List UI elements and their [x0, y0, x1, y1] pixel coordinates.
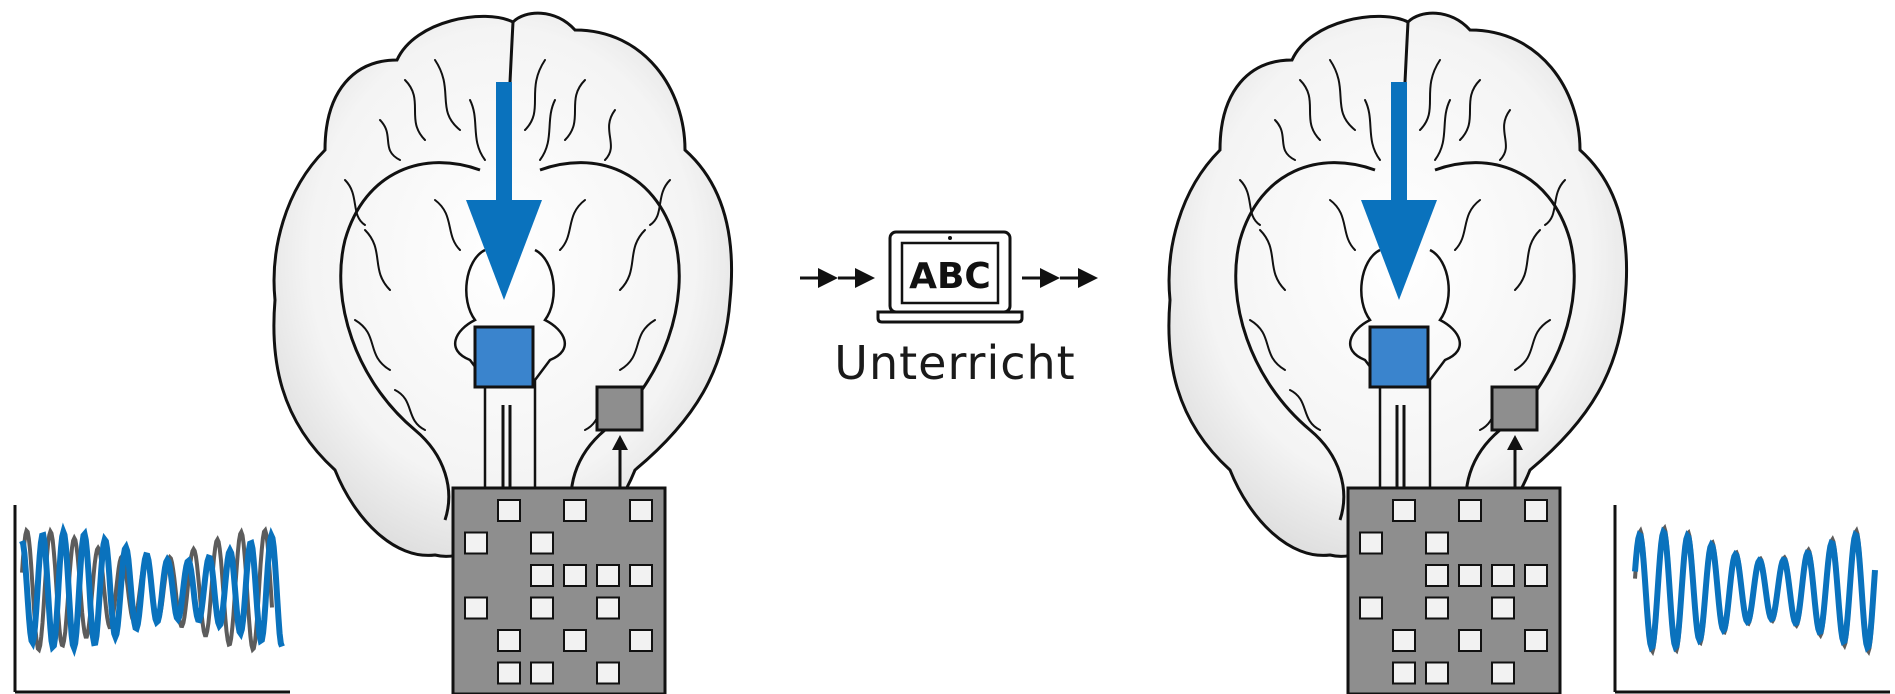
grid-cell [1458, 499, 1482, 522]
blue-arrow-icon [1361, 82, 1437, 300]
right-brain-figure [1167, 11, 1629, 558]
grid-cell [530, 661, 554, 685]
grid-cell [1425, 564, 1449, 587]
blue-arrow-icon [466, 82, 542, 300]
grid-cell [1458, 629, 1482, 652]
grid-cell [1491, 661, 1515, 685]
laptop-screen-text: ABC [909, 256, 991, 297]
blue-region-square [1368, 325, 1430, 389]
grid-cell [563, 629, 587, 652]
grid-cell [629, 629, 653, 652]
grid-cell [464, 531, 488, 555]
grid-cell [629, 564, 653, 587]
center-lesson: ABC [800, 230, 1098, 324]
grid-cell [1425, 531, 1449, 555]
blue-signal-line [19, 522, 285, 657]
gray-region-square [595, 385, 644, 432]
blue-signal-line [1632, 526, 1878, 653]
grid-cell [1524, 629, 1548, 652]
grid-cell [563, 499, 587, 522]
right-signal-plot [1613, 505, 1890, 694]
grid-cell [530, 531, 554, 555]
grid-cell [497, 499, 521, 522]
grid-cell [1392, 629, 1416, 652]
grid-cell [596, 596, 620, 620]
lesson-caption: Unterricht [834, 336, 1076, 390]
grid-cell [497, 629, 521, 652]
grid-cell [596, 661, 620, 685]
gray-region-square [1490, 385, 1539, 432]
grid-cell [596, 564, 620, 587]
grid-cell [629, 499, 653, 522]
grid-cell [1425, 596, 1449, 620]
grid-cell [497, 661, 521, 685]
left-brain-figure [272, 11, 734, 558]
arrow-right-icon [1022, 268, 1098, 288]
grid-cell [1392, 661, 1416, 685]
grid-cell [1392, 499, 1416, 522]
grid-cell [1524, 499, 1548, 522]
grid-cell [1458, 564, 1482, 587]
right-stimulus-grid [1346, 486, 1562, 694]
grid-cell [464, 596, 488, 620]
grid-cell [1491, 596, 1515, 620]
grid-cell [563, 564, 587, 587]
grid-cell [1359, 531, 1383, 555]
laptop-icon: ABC [876, 230, 1024, 324]
blue-region-square [473, 325, 535, 389]
grid-cell [1425, 661, 1449, 685]
grid-cell [530, 596, 554, 620]
grid-cell [530, 564, 554, 587]
grid-cell [1524, 564, 1548, 587]
left-signal-plot [13, 505, 290, 694]
arrow-right-icon [800, 268, 875, 288]
left-stimulus-grid [451, 486, 667, 694]
grid-cell [1359, 596, 1383, 620]
grid-cell [1491, 564, 1515, 587]
